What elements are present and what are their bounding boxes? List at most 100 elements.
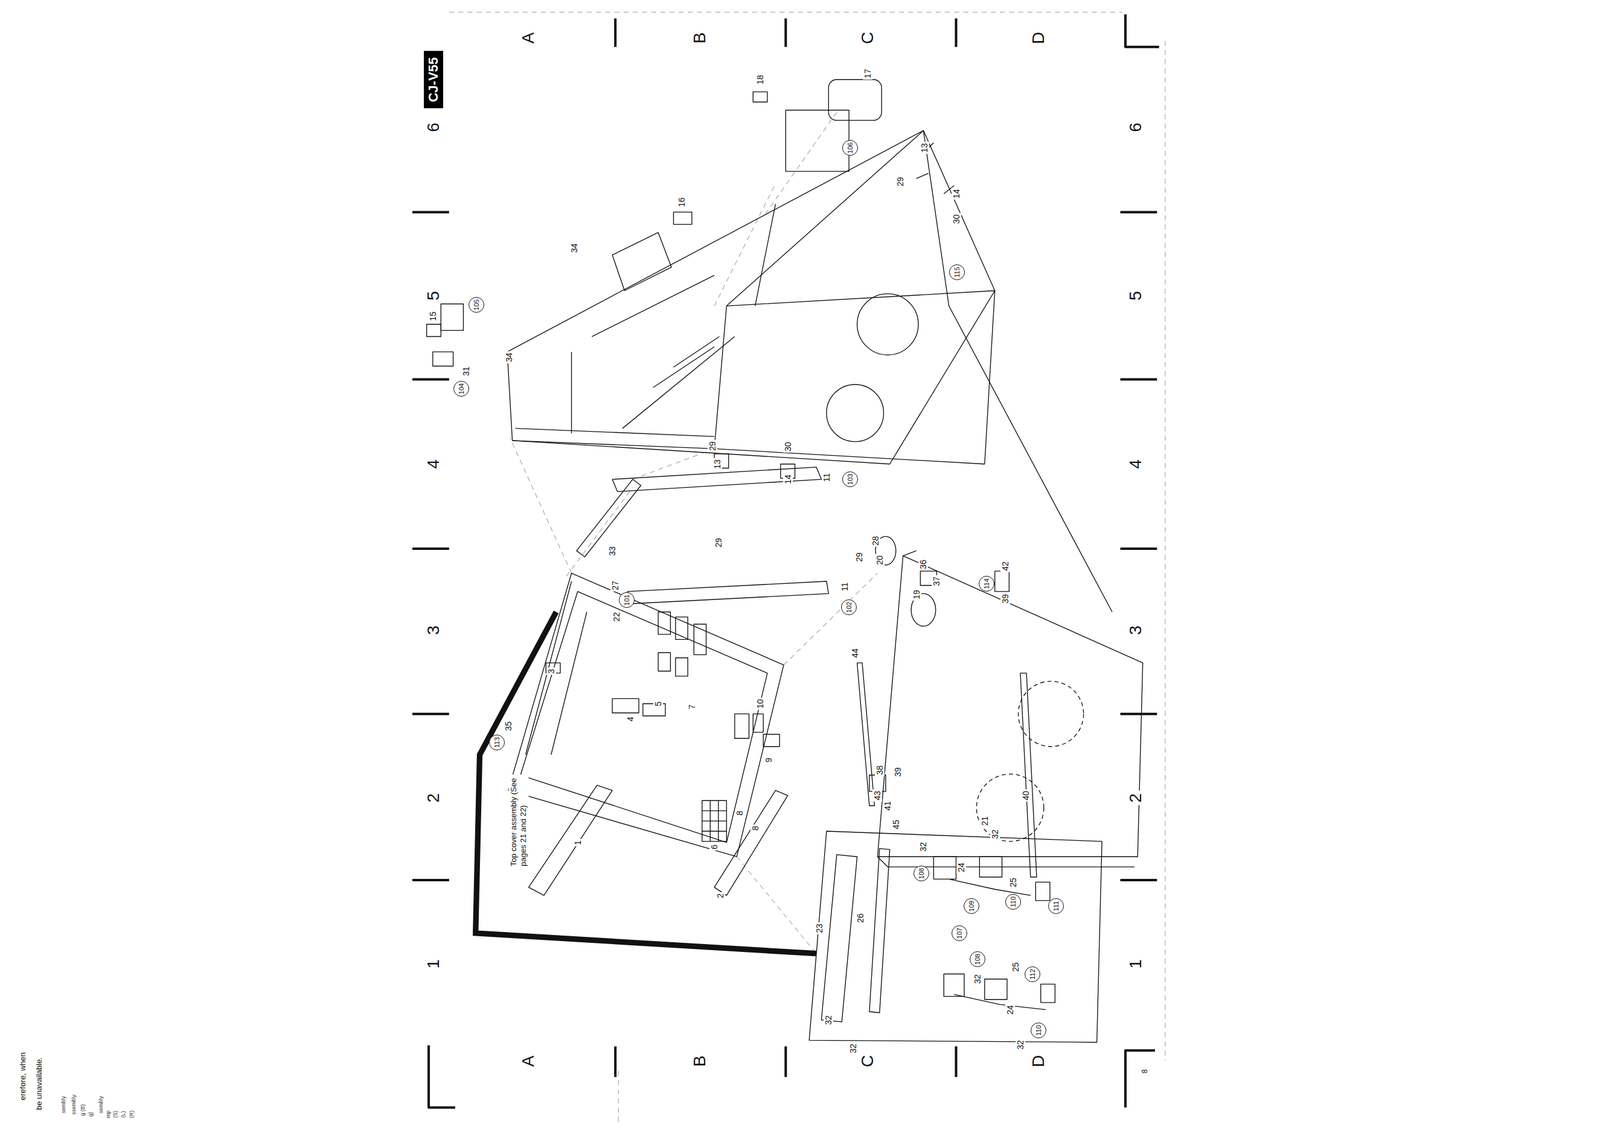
callout-number: 19 [911, 589, 922, 602]
side-parts-line [426, 324, 442, 337]
callout-number: 29 [713, 536, 724, 549]
margin-fragment: g (B) [79, 1103, 86, 1118]
base-enclosure [869, 536, 1143, 868]
front-panel-line [520, 591, 768, 843]
callout-number: 27 [610, 579, 621, 592]
callout-number: 6 [709, 843, 720, 851]
callout-number: 34 [504, 351, 514, 364]
side-parts-line [828, 79, 882, 121]
base-enclosure-line [976, 774, 1044, 842]
grid-reference: A [518, 29, 538, 46]
callout-number: 108 [913, 865, 930, 882]
cabinet-line [923, 130, 1113, 612]
strips [528, 454, 1037, 896]
bracket-line-line [475, 612, 817, 954]
callout-number: 16 [676, 196, 687, 209]
inset-detail [809, 831, 1102, 1043]
front-panel [508, 573, 784, 858]
callout-number: 24 [1005, 1004, 1015, 1017]
callout-number: 111 [1048, 898, 1064, 915]
callout-number: 106 [842, 140, 858, 156]
front-panel-line [734, 714, 750, 740]
grid-reference: 3 [1126, 623, 1146, 639]
callout-number: 43 [872, 789, 883, 802]
callout-number: 14 [951, 187, 962, 200]
grid-reference: A [518, 1052, 538, 1070]
grid-frame-line [615, 18, 956, 47]
callout-number: 9 [763, 756, 774, 764]
inset-detail-line [943, 974, 965, 997]
callout-number: 114 [978, 576, 995, 592]
side-parts [426, 79, 954, 367]
callout-number: 1 [572, 839, 583, 847]
callout-number: 22 [611, 611, 622, 624]
callout-number: 112 [1024, 966, 1041, 983]
grid-reference: 5 [423, 288, 444, 304]
front-panel-line [702, 800, 727, 842]
callout-number: 32 [848, 1043, 858, 1056]
callout-number: 33 [607, 545, 618, 558]
grid-reference: B [690, 29, 710, 46]
side-parts-line [432, 352, 454, 367]
callout-number: 36 [918, 558, 928, 571]
callout-number: 13 [919, 141, 930, 154]
grid-reference: 3 [423, 623, 444, 639]
model-name: CJ-V55 [423, 51, 444, 109]
callout-number: 39 [892, 766, 903, 779]
grid-frame-line [1125, 14, 1160, 48]
callout-number: 26 [855, 912, 866, 925]
strips-line [1020, 673, 1037, 878]
front-panel-line [525, 581, 587, 755]
front-panel-line [702, 800, 727, 842]
cabinet-line [857, 294, 919, 356]
front-panel-line [675, 617, 688, 640]
callout-number: 30 [951, 213, 962, 226]
callout-number: 28 [870, 534, 881, 548]
callout-number: 110 [1030, 1022, 1047, 1039]
margin-fragment: sembly [97, 1095, 105, 1116]
callout-number: 8 [750, 824, 761, 832]
callout-number: 18 [755, 73, 765, 86]
callout-number: 45 [891, 818, 901, 831]
grid-reference: 5 [1126, 288, 1146, 304]
cabinet-line [612, 232, 672, 291]
callout-number: 17 [862, 67, 873, 80]
callout-number: 34 [569, 242, 580, 255]
margin-fragment: g) [87, 1110, 95, 1119]
grid-reference: 6 [1126, 120, 1146, 135]
callout-number: 105 [468, 297, 485, 313]
callout-number: 10 [755, 697, 765, 711]
callout-number: 30 [783, 440, 793, 453]
callout-number: 104 [453, 380, 470, 397]
inset-detail-line [821, 854, 857, 1023]
callout-number: 29 [895, 175, 906, 188]
grid-reference: D [1028, 1052, 1049, 1070]
inset-detail-line [869, 848, 890, 1014]
callout-number: 41 [882, 800, 893, 813]
bracket-line [475, 612, 817, 954]
strips-line [612, 467, 822, 493]
callout-number: 101 [618, 592, 635, 608]
cabinet-line [512, 130, 924, 449]
grid-reference: C [857, 1052, 878, 1070]
margin-fragment: (L) [120, 1109, 127, 1119]
front-panel-line [658, 612, 671, 635]
front-panel-line [675, 658, 688, 677]
callout-number: 20 [874, 554, 885, 567]
cabinet-line [571, 204, 776, 434]
callout-number: 108 [969, 951, 986, 968]
callout-number: 25 [1008, 876, 1018, 889]
callout-number: 29 [707, 440, 718, 453]
grid-frame [412, 14, 1160, 1108]
callout-number: 42 [1000, 560, 1011, 573]
callout-number: 5 [653, 700, 663, 708]
callout-number: 31 [461, 365, 471, 378]
inset-detail-line [1035, 882, 1050, 901]
callout-number: 23 [814, 922, 825, 935]
base-enclosure-line [877, 556, 1143, 857]
front-panel-line [612, 698, 639, 714]
note-text: Top cover assembly (See pages 21 and 22) [508, 774, 529, 868]
strips-line [714, 790, 788, 896]
callout-number: 44 [850, 647, 860, 660]
